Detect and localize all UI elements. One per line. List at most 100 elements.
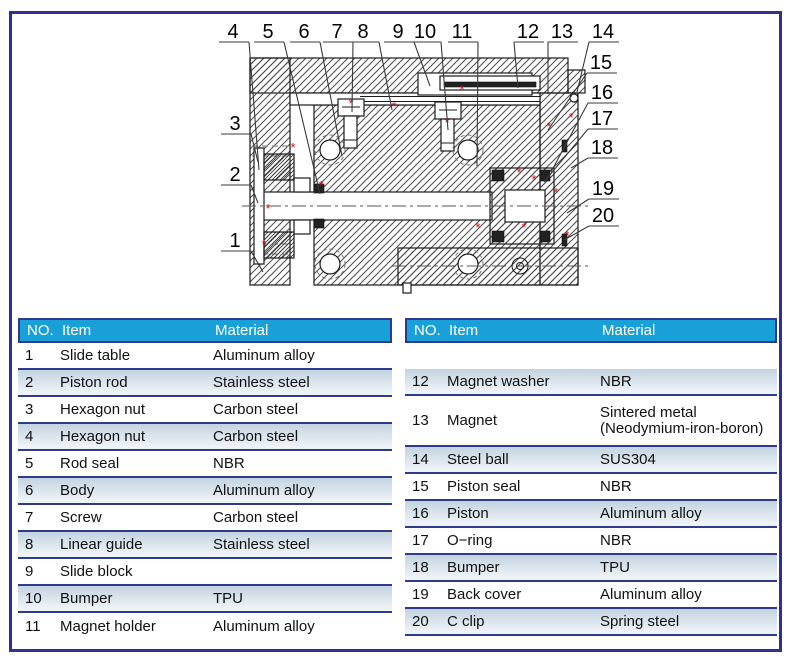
- red-asterisk-mark: *: [261, 237, 266, 252]
- cell-no: 16: [412, 504, 429, 522]
- callout-19: 19: [592, 178, 614, 200]
- header-no: NO.: [414, 321, 441, 339]
- callout-12: 12: [517, 21, 539, 43]
- cell-no: 7: [25, 508, 34, 526]
- callout-20: 20: [592, 205, 614, 227]
- red-asterisk-mark: *: [516, 165, 521, 180]
- cell-material: Aluminum alloy: [213, 346, 315, 364]
- cell-material: Carbon steel: [213, 427, 299, 445]
- header-no: NO.: [27, 321, 54, 339]
- red-asterisk-mark: *: [265, 201, 270, 216]
- header-material: Material: [215, 321, 269, 339]
- cell-material: NBR: [600, 372, 632, 390]
- cell-item: Magnet: [447, 411, 498, 429]
- cell-no: 4: [25, 427, 34, 445]
- header-item: Item: [62, 321, 92, 339]
- cell-material: NBR: [600, 477, 632, 495]
- red-asterisk-mark: *: [564, 228, 569, 243]
- table-row-19: 19 Back cover Aluminum alloy: [405, 582, 777, 609]
- cell-item: Steel ball: [447, 450, 509, 468]
- table-row-16: 16 Piston Aluminum alloy: [405, 501, 777, 528]
- cell-material: TPU: [213, 589, 243, 607]
- header-item: Item: [449, 321, 479, 339]
- cell-no: 12: [412, 372, 429, 390]
- cell-no: 8: [25, 535, 34, 553]
- red-asterisk-mark: *: [318, 178, 323, 193]
- cell-item: Piston: [447, 504, 489, 522]
- cell-item: Magnet holder: [60, 617, 156, 635]
- callout-17: 17: [591, 108, 613, 130]
- cell-no: 19: [412, 585, 429, 603]
- cell-material: Sintered metal(Neodymium-iron-boron): [600, 403, 764, 437]
- table-row-4: 4 Hexagon nut Carbon steel: [18, 424, 392, 451]
- cell-item: Hexagon nut: [60, 427, 146, 445]
- cell-item: C clip: [447, 612, 485, 630]
- table-row-13: 13 Magnet Sintered metal(Neodymium-iron-bo…: [405, 396, 777, 447]
- cell-no: 5: [25, 454, 34, 472]
- red-asterisk-mark: *: [553, 185, 558, 200]
- callout-4: 4: [227, 21, 238, 43]
- red-asterisk-mark: *: [475, 220, 480, 235]
- callout-10: 10: [414, 21, 436, 43]
- cell-no: 20: [412, 612, 429, 630]
- red-asterisk-mark: *: [531, 172, 536, 187]
- red-asterisk-mark: *: [348, 96, 353, 111]
- cell-material: Aluminum alloy: [600, 504, 702, 522]
- cell-material: NBR: [600, 531, 632, 549]
- red-asterisk-mark: *: [568, 110, 573, 125]
- table-row-6: 6 Body Aluminum alloy: [18, 478, 392, 505]
- cell-item: Back cover: [447, 585, 522, 603]
- page-frame: [9, 11, 782, 652]
- red-asterisk-mark: *: [546, 119, 551, 134]
- cell-item: Linear guide: [60, 535, 143, 553]
- callout-5: 5: [262, 21, 273, 43]
- callout-8: 8: [357, 21, 368, 43]
- table-row-12: 12 Magnet washer NBR: [405, 369, 777, 396]
- cell-material: SUS304: [600, 450, 656, 468]
- cell-no: 13: [412, 411, 429, 429]
- cell-material: Spring steel: [600, 612, 680, 630]
- callout-1: 1: [229, 230, 240, 252]
- red-asterisk-mark: *: [459, 82, 464, 97]
- cell-no: 17: [412, 531, 429, 549]
- callout-18: 18: [591, 137, 613, 159]
- red-asterisk-mark: *: [521, 220, 526, 235]
- cell-material: Carbon steel: [213, 400, 299, 418]
- cell-material: Aluminum alloy: [600, 585, 702, 603]
- cell-material: TPU: [600, 558, 630, 576]
- cell-item: Piston seal: [447, 477, 521, 495]
- cell-no: 3: [25, 400, 34, 418]
- cell-no: 1: [25, 346, 34, 364]
- callout-7: 7: [331, 21, 342, 43]
- table-header: NO. Item Material: [405, 318, 777, 343]
- table-row-20: 20 C clip Spring steel: [405, 609, 777, 636]
- table-header: NO. Item Material: [18, 318, 392, 343]
- cell-no: 11: [25, 617, 41, 635]
- callout-16: 16: [591, 82, 613, 104]
- callout-2: 2: [229, 164, 240, 186]
- cell-no: 9: [25, 562, 34, 580]
- cell-item: Slide block: [60, 562, 133, 580]
- red-asterisk-mark: *: [391, 99, 396, 114]
- callout-11: 11: [452, 21, 473, 43]
- cell-no: 6: [25, 481, 34, 499]
- cell-item: Body: [60, 481, 95, 499]
- cell-material: Aluminum alloy: [213, 481, 315, 499]
- cell-item: Screw: [60, 508, 102, 526]
- cell-material: NBR: [213, 454, 245, 472]
- table-gap: [405, 343, 777, 369]
- callout-15: 15: [590, 52, 612, 74]
- cell-item: Magnet washer: [447, 372, 550, 390]
